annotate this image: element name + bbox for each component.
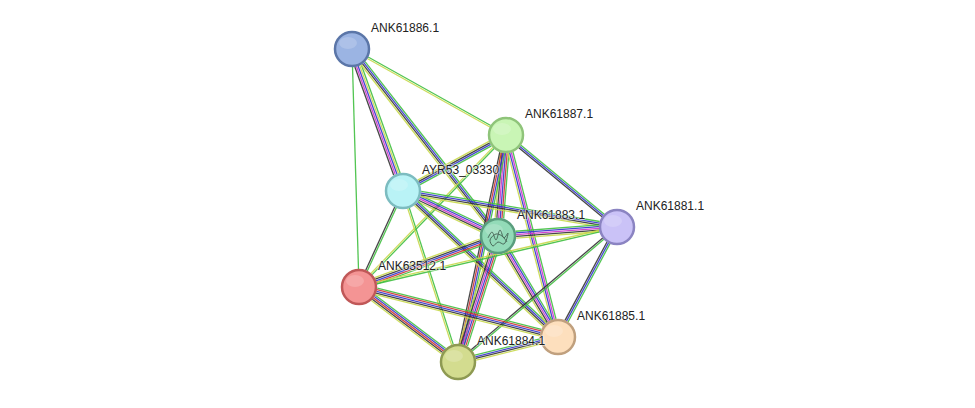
node-highlight [604,215,622,227]
evidence-line [464,253,493,345]
evidence-line [472,239,604,351]
evidence-line [565,242,607,320]
interaction-edge [353,67,359,269]
evidence-line [421,191,599,221]
node-circle [341,269,377,305]
node-disc [489,118,523,152]
protein-node: ANK61887.1 [488,117,524,153]
node-circle [385,173,421,209]
node-highlight [390,179,408,191]
node-circle [540,319,576,355]
interaction-edge [459,252,496,346]
node-circle [480,218,516,254]
interaction-edge [367,57,490,127]
evidence-line [376,293,540,334]
evidence-line [504,253,546,323]
interaction-edge [420,191,599,226]
evidence-line [466,254,495,346]
protein-node: ANK61885.1 [540,319,576,355]
interaction-edge [376,288,542,336]
evidence-line [355,67,394,175]
protein-node: AYR53_03330 [385,173,421,209]
protein-node: ANK63512.1 [341,269,377,305]
node-highlight [445,350,463,362]
interaction-edge [519,145,604,217]
evidence-line [376,291,540,332]
evidence-line [521,145,604,214]
node-circle [334,31,370,67]
node-disc [386,174,420,208]
protein-node: ANK61886.1 [334,31,370,67]
evidence-line [519,148,602,217]
node-disc [481,219,515,253]
interaction-edge [516,225,600,238]
protein-node: ANK61883.1 [480,218,516,254]
evidence-line [459,252,488,344]
evidence-line [461,252,490,344]
evidence-line [377,290,541,331]
protein-structure [488,230,508,246]
node-disc [335,32,369,66]
protein-label: ANK63512.1 [378,259,446,273]
node-circle [440,344,476,380]
interaction-edge [355,65,400,175]
evidence-line [421,195,599,225]
node-disc [441,345,475,379]
protein-label: ANK61887.1 [525,107,593,121]
protein-label: ANK61886.1 [371,21,439,35]
evidence-line [509,251,551,321]
node-circle [599,209,635,245]
interaction-edge [471,238,604,351]
node-disc [600,210,634,244]
evidence-line [375,239,480,278]
node-highlight [493,123,511,135]
protein-label: ANK61885.1 [577,309,645,323]
evidence-line [377,288,541,329]
evidence-line [506,252,548,322]
evidence-line [507,251,549,321]
evidence-line [375,241,480,280]
protein-label: ANK61883.1 [517,208,585,222]
node-circle [488,117,524,153]
node-highlight [346,275,364,287]
protein-node: ANK61884.1 [440,344,476,380]
evidence-line [510,250,552,320]
evidence-line [421,193,599,223]
node-highlight [339,37,357,49]
node-disc [342,270,376,304]
node-disc [541,320,575,354]
evidence-line [520,146,603,215]
protein-node: ANK61881.1 [599,209,635,245]
protein-label: ANK61881.1 [636,199,704,213]
evidence-line [376,295,540,336]
evidence-line [353,67,359,269]
protein-label: ANK61884.1 [477,334,545,348]
node-highlight [545,325,563,337]
evidence-line [463,253,492,345]
protein-label: AYR53_03330 [422,163,499,177]
